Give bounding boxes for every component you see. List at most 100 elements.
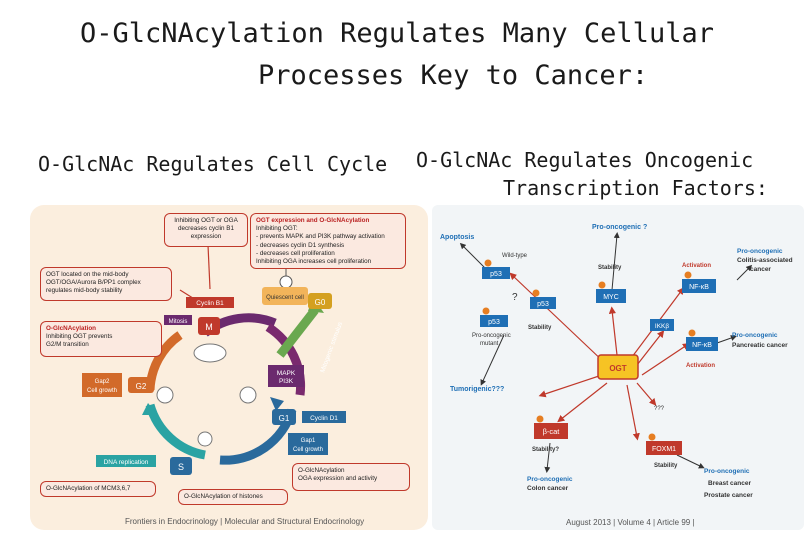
callout-oga-line: O-GlcNAcylation bbox=[298, 467, 345, 474]
arrow-ogt-myc bbox=[608, 306, 618, 356]
callout-midbody-line: OGT/OGA/Aurora B/PP1 complex bbox=[46, 279, 141, 287]
p53-box-2 bbox=[530, 297, 556, 309]
m-text: M bbox=[205, 322, 213, 332]
callout-ogt-line: Inhibiting OGA increases cell proliferat… bbox=[256, 257, 372, 265]
quiescent-cell-icon bbox=[279, 275, 293, 289]
breast-text: Breast cancer bbox=[708, 480, 751, 487]
cyclin-b1-label bbox=[186, 297, 234, 308]
gap1-box bbox=[288, 433, 328, 455]
transcription-footer: August 2013 | Volume 4 | Article 99 | bbox=[566, 518, 695, 527]
g1-arrowhead bbox=[270, 397, 284, 411]
foxm1-box bbox=[646, 441, 682, 455]
stability-text: Stability bbox=[598, 265, 622, 271]
transcription-heading-line2: Transcription Factors: bbox=[503, 176, 768, 200]
callout-cyclin-b1: Inhibiting OGT or OGA decreases cyclin B… bbox=[164, 213, 248, 247]
g2-text: G2 bbox=[136, 382, 147, 391]
cyclin-d1-label bbox=[302, 411, 346, 423]
g0-text: G0 bbox=[315, 298, 326, 307]
cyclin-b1-text: Cyclin B1 bbox=[196, 300, 224, 307]
foxm1-text: FOXM1 bbox=[652, 446, 676, 453]
s-cell-icon bbox=[197, 431, 213, 447]
cell-cycle-footer: Frontiers in Endocrinology | Molecular a… bbox=[125, 517, 365, 526]
glcnac-marker-icon bbox=[536, 415, 544, 423]
gap2-box bbox=[82, 373, 122, 397]
tumorigenic-text: Tumorigenic??? bbox=[450, 386, 504, 393]
glcnac-marker-icon bbox=[484, 259, 492, 267]
g1-text: G1 bbox=[279, 414, 290, 423]
g0-label bbox=[308, 293, 332, 309]
glcnac-marker-icon bbox=[598, 281, 606, 289]
arrow-ogt-nfkb2 bbox=[641, 343, 690, 376]
colon-text: Pro-oncogenic bbox=[527, 476, 573, 483]
transcription-diagram: Apoptosis Pro-oncogenic ? Wild-type Stab… bbox=[440, 224, 793, 499]
callout-ogt-line: Inhibiting OGT: bbox=[256, 225, 298, 233]
callout-ogt-line: - decreases cell proliferation bbox=[256, 249, 335, 257]
callout-g2m: O-GlcNAcylation Inhibiting OGT prevents … bbox=[40, 321, 162, 357]
myc-box bbox=[596, 289, 626, 303]
colitis-text: Pro-oncogenic bbox=[737, 248, 783, 255]
ogt-box bbox=[597, 354, 639, 380]
arrow-foxm1-breast bbox=[676, 454, 705, 469]
arrow-ogt-foxm1 bbox=[626, 384, 640, 441]
arrow-nfkb-colitis bbox=[736, 264, 753, 281]
s-label bbox=[170, 457, 192, 475]
activation2-text: Activation bbox=[686, 363, 715, 369]
quiescent-label bbox=[262, 287, 308, 305]
glcnac-marker-icon bbox=[684, 271, 692, 279]
quiescent-text: Quiescent cell bbox=[266, 295, 304, 301]
activation-text: Activation bbox=[682, 263, 711, 269]
transcription-figure: Apoptosis Pro-oncogenic ? Wild-type Stab… bbox=[432, 205, 804, 530]
arrow-bcat-colon bbox=[544, 442, 551, 473]
cell-cycle-diagram: Cyclin B1 Quiescent cell G0 Mitogenic st… bbox=[82, 244, 346, 475]
nfkb-box bbox=[682, 279, 716, 293]
mitosis-text: Mitosis bbox=[169, 319, 188, 325]
ogt-text: OGT bbox=[609, 364, 626, 373]
gap1-subtext: Cell growth bbox=[293, 447, 323, 453]
glcnac-marker-icon bbox=[648, 433, 656, 441]
p53-box bbox=[482, 267, 510, 279]
dna-replication-text: DNA replication bbox=[104, 459, 149, 466]
callout-g2m-title: O-GlcNAcylation bbox=[46, 325, 97, 332]
nfkb-text: NF-κB bbox=[692, 342, 712, 349]
p53-text: p53 bbox=[490, 271, 502, 278]
callout-g2m-line: Inhibiting OGT prevents bbox=[46, 333, 113, 341]
cell-cycle-figure: Cyclin B1 Quiescent cell G0 Mitogenic st… bbox=[30, 205, 428, 530]
s-arrowhead bbox=[142, 403, 158, 415]
colitis-text: cancer bbox=[750, 266, 771, 273]
glcnac-marker-icon bbox=[482, 307, 490, 315]
mitogenic-text: Mitogenic stimulus bbox=[319, 320, 344, 373]
callout-histones: O-GlcNAcylation of histones bbox=[178, 489, 288, 505]
apoptosis-text: Apoptosis bbox=[440, 234, 474, 241]
stability-p53-text: Stability bbox=[528, 325, 552, 331]
callout-midbody-line: regulates mid-body stability bbox=[46, 287, 123, 295]
qqq-text: ??? bbox=[654, 406, 665, 412]
p53-text: p53 bbox=[537, 301, 549, 308]
mapk-pi3k-box bbox=[268, 365, 304, 387]
mitosis-cell-icon bbox=[193, 343, 227, 363]
prostate-text: Prostate cancer bbox=[704, 492, 753, 499]
colitis-text: Colitis-associated bbox=[737, 257, 793, 264]
callout-g2m-line: G2/M transition bbox=[46, 341, 89, 349]
callout-ogt-expression: OGT expression and O-GlcNAcylation Inhib… bbox=[250, 213, 406, 269]
bcat-box bbox=[534, 423, 568, 439]
arrow-p53-apoptosis bbox=[459, 242, 488, 271]
arrow-nfkb-pancreatic bbox=[716, 335, 737, 344]
callout-mcm: O-GlcNAcylation of MCM3,6,7 bbox=[40, 481, 156, 497]
callout-ogt-expression-title: OGT expression and O-GlcNAcylation bbox=[256, 217, 370, 224]
breast-text: Pro-oncogenic bbox=[704, 468, 750, 475]
g1-label bbox=[272, 409, 296, 425]
slide-title-line1: O-GlcNAcylation Regulates Many Cellular bbox=[80, 18, 714, 49]
gap2-subtext: Cell growth bbox=[87, 388, 117, 394]
gap1-text: Gap1 bbox=[301, 438, 316, 444]
glcnac-marker-icon bbox=[532, 289, 540, 297]
stability2-text: Stability bbox=[654, 463, 678, 469]
mutant-text: mutant bbox=[480, 341, 499, 347]
transcription-heading-line1: O-GlcNAc Regulates Oncogenic bbox=[416, 148, 754, 172]
gap2-text: Gap2 bbox=[95, 379, 110, 385]
arrow-myc-pro bbox=[611, 232, 620, 291]
stability-q-text: Stability? bbox=[532, 447, 559, 453]
ikkb-text: IKKβ bbox=[655, 323, 669, 330]
arrow-p53-tumor bbox=[480, 334, 505, 386]
slide-title-line2: Processes Key to Cancer: bbox=[258, 60, 649, 91]
p53-mutant-box bbox=[480, 315, 508, 327]
